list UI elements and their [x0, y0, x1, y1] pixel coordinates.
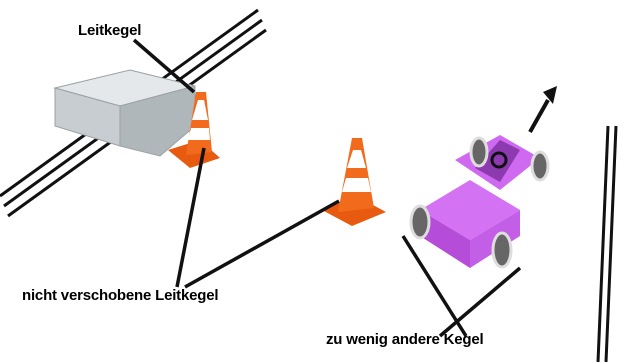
car-icon [409, 135, 550, 269]
label-leitkegel: Leitkegel [78, 22, 142, 39]
gray-block [53, 69, 196, 157]
leader-lines [132, 38, 522, 338]
direction-arrow-icon [528, 86, 557, 133]
traffic-cone-icon [322, 138, 386, 226]
label-zu-wenig-andere-kegel: zu wenig andere Kegel [326, 331, 484, 348]
label-nicht-verschobene-leitkegel: nicht verschobene Leitkegel [22, 287, 219, 304]
road-line-right [596, 125, 618, 362]
traffic-cone-icon [168, 92, 220, 168]
